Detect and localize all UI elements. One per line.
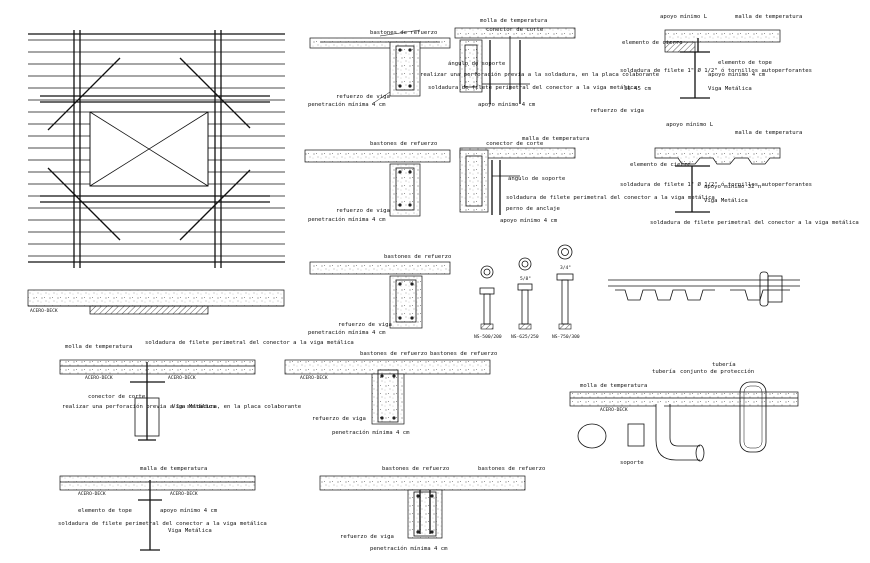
label-bastones-i2: bastones de refuerzo: [430, 351, 497, 357]
label-soporte-j: soporte: [620, 460, 644, 466]
label-bastones-a: bastones de refuerzo: [370, 30, 437, 36]
detail-edge-beam-1: bastones de refuerzo refuerzo de viga pe…: [308, 29, 451, 108]
label-sep-c: 36 45 cm: [624, 86, 652, 92]
label-malla-j: molla de temperatura: [580, 383, 647, 389]
label-bastones-l2: bastones de refuerzo: [478, 466, 545, 472]
label-soldadura-h: soldadura de filete perimetral del conec…: [145, 339, 354, 346]
label-conector-e: conector de corte: [486, 141, 544, 147]
label-conjunto-j: conjunto de protección: [680, 368, 754, 375]
detail-support-angle-2: malla de temperatura conector de corte á…: [459, 136, 715, 224]
placa-tag-6: ACERO-DECK: [78, 491, 106, 497]
label-viga-f: Viga Metálica: [704, 197, 748, 204]
placa-tag-1: ACERO-DECK: [30, 308, 58, 314]
label-apoyo-L-c: apoyo mínimo L: [660, 13, 708, 20]
label-cierre-f: elemento de cierre: [630, 162, 691, 168]
stud-dim-3: 3/4": [560, 265, 571, 271]
label-perno-e: perno de anclaje: [506, 206, 561, 212]
detail-steel-beam-2: apoyo mínimo L malla de temperatura elem…: [620, 121, 859, 226]
label-conector-b: conector de corte: [486, 27, 544, 33]
label-apoyo-L-f: apoyo mínimo L: [666, 121, 714, 128]
label-penetracion-i: penetración mínima 4 cm: [332, 429, 410, 436]
label-apoyo-e: apoyo mínimo 4 cm: [500, 217, 558, 224]
label-refuerzo-viga-g: refuerzo de viga: [338, 322, 392, 328]
label-malla-b: molla de temperatura: [480, 18, 547, 24]
label-viga-k: Viga Metálica: [168, 527, 212, 534]
placa-tag-5: ACERO-DECK: [600, 407, 628, 413]
placa-tag-2: ACERO-DECK: [85, 375, 113, 381]
label-malla-k: malla de temperatura: [140, 466, 207, 472]
label-tope-k: elemento de tope: [78, 508, 133, 514]
label-tuberia-j2: tubería: [712, 361, 736, 368]
stud-label-3: NS-750/300: [552, 334, 580, 340]
detail-interior-beam-2: bastones de refuerzo bastones de refuerz…: [319, 466, 545, 552]
label-refuerzo-viga-b: refuerzo de viga: [590, 108, 644, 114]
label-malla-f: malla de temperatura: [735, 130, 802, 136]
label-bastones-l1: bastones de refuerzo: [382, 466, 449, 472]
label-apoyo-c: apoyo mínimo 4 cm: [708, 71, 766, 78]
label-soldadura-b: soldadura de filete perimetral del conec…: [428, 84, 637, 91]
label-refuerzo-viga-l: refuerzo de viga: [340, 534, 394, 540]
plan-view-opening: [28, 30, 285, 268]
label-apoyo-b: apoyo mínimo 4 cm: [478, 101, 536, 108]
label-refuerzo-viga-i: refuerzo de viga: [312, 416, 366, 422]
label-viga-h: Viga Metálica: [172, 403, 216, 410]
label-penetracion-d: penetración mínima 4 cm: [308, 216, 386, 223]
detail-steel-beam-1: apoyo mínimo L malla de temperatura elem…: [620, 13, 812, 99]
label-malla-h: molla de temperatura: [65, 344, 132, 350]
label-apoyo-k: apoyo mínimo 4 cm: [160, 507, 218, 514]
detail-edge-beam-2: bastones de refuerzo refuerzo de viga pe…: [304, 141, 451, 223]
label-angulo-b: ángulo de soporte: [448, 60, 506, 67]
detail-steel-beam-3: ACERO-DECK ACERO-DECK molla de temperatu…: [59, 339, 354, 441]
label-tuberia-j: tubería: [652, 368, 676, 375]
label-soldadura-f2: soldadura de filete perimetral del conec…: [650, 219, 859, 226]
label-realizar-h: realizar una perforación previa a la sol…: [62, 403, 302, 410]
detail-edge-beam-3: bastones de refuerzo refuerzo de viga pe…: [308, 254, 451, 336]
shear-stud-2: 5/8" NS-625/250: [511, 257, 539, 340]
label-soldadura-c: soldadura de filete 1" Ø 1/2" ó tornillo…: [620, 67, 812, 74]
label-penetracion-l: penetración mínima 4 cm: [370, 545, 448, 552]
label-apoyo-32-f: apoyo mínimo 32 n: [704, 183, 761, 190]
shear-stud-1: NS-500/200: [474, 265, 502, 340]
label-viga-c: Viga Metálica: [708, 85, 752, 92]
deck-profile: [608, 271, 800, 307]
stud-label-1: NS-500/200: [474, 334, 502, 340]
detail-steel-beam-4: ACERO-DECK ACERO-DECK malla de temperatu…: [58, 466, 267, 551]
label-malla-e: malla de temperatura: [522, 136, 589, 142]
label-soldadura-f: soldadura de filete 1" Ø 1/2" ó tornillo…: [620, 181, 812, 188]
label-bastones-d: bastones de refuerzo: [370, 141, 437, 147]
label-bastones-g: bastones de refuerzo: [384, 254, 451, 260]
placa-tag-7: ACERO-DECK: [170, 491, 198, 497]
label-refuerzo-viga-d: refuerzo de viga: [336, 208, 390, 214]
detail-interior-beam-1: ACERO-DECK bastones de refuerzo bastones…: [284, 351, 497, 436]
label-soldadura-e: soldadura de filete perimetral del conec…: [506, 194, 715, 201]
label-bastones-i1: bastones de refuerzo: [360, 351, 427, 357]
stud-label-2: NS-625/250: [511, 334, 539, 340]
label-tope-c: elemento de tope: [718, 60, 773, 66]
label-conector-h: conector de corte: [88, 394, 146, 400]
placa-tag-4: ACERO-DECK: [300, 375, 328, 381]
detail-pipe: ACERO-DECK molla de temperatura tubería …: [569, 361, 799, 466]
label-angulo-e: ángulo de soporte: [508, 175, 566, 182]
stud-dim-2: 5/8": [520, 276, 531, 282]
label-realizar-b: realizar una perforación previa a la sol…: [420, 71, 660, 78]
slab-section-1: ACERO-DECK: [27, 289, 285, 315]
label-soldadura-k: soldadura de filete perimetral del conec…: [58, 520, 267, 527]
label-cierre-c: elemento de cierre: [622, 40, 683, 46]
label-malla-c: malla de temperatura: [735, 14, 802, 20]
placa-tag-3: ACERO-DECK: [168, 375, 196, 381]
detail-support-angle-1: molla de temperatura conector de corte á…: [420, 18, 660, 114]
label-penetracion-g: penetración mínima 4 cm: [308, 329, 386, 336]
label-refuerzo-viga-a: refuerzo de viga: [336, 94, 390, 100]
label-penetracion-a: penetración mínima 4 cm: [308, 101, 386, 108]
shear-stud-3: 3/4" NS-750/300: [552, 244, 580, 340]
